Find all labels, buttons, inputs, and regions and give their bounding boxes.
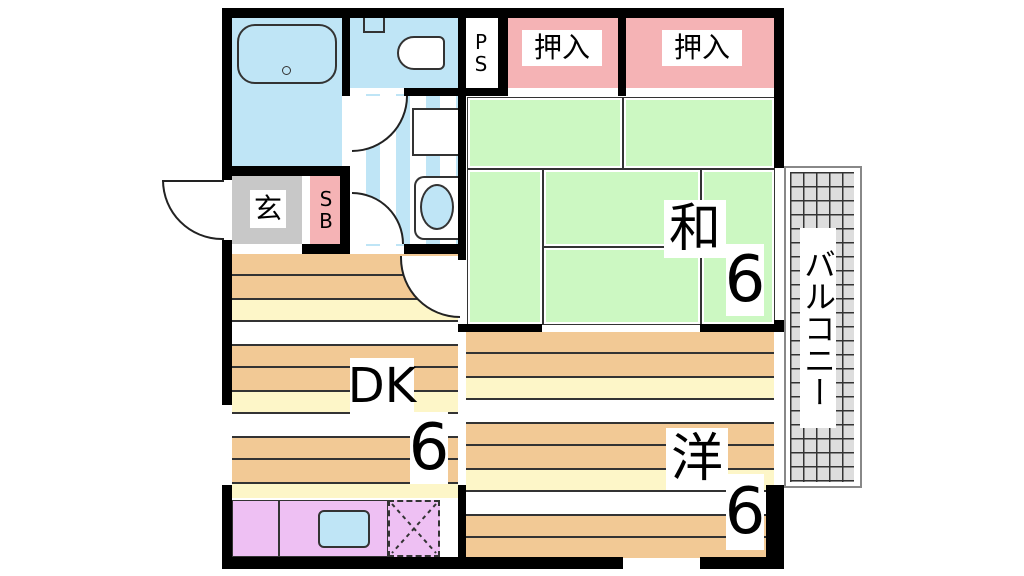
front-door[interactable] xyxy=(162,180,224,240)
wall-bath-right xyxy=(342,8,350,96)
yoshitsu-label: 洋 xyxy=(666,428,728,490)
wall-ps-bottom xyxy=(466,88,508,96)
tatami-mat xyxy=(467,169,543,325)
wall-entrance-bottom xyxy=(302,244,350,254)
dk-size: 6 xyxy=(408,411,450,485)
counter-divider xyxy=(278,500,280,557)
toilet-tank xyxy=(363,18,385,33)
balcony-label: バルコニー xyxy=(799,228,837,428)
wall-kitchen-divider xyxy=(458,485,466,569)
sink xyxy=(318,510,370,548)
wall-tatami-bottom-left xyxy=(458,324,542,332)
wall-shoebox-right xyxy=(340,176,350,252)
wall-left-bottom xyxy=(222,485,232,569)
tatami-mat xyxy=(467,97,623,169)
wall-right-bottom xyxy=(766,485,784,569)
washbasin-bowl xyxy=(420,184,454,230)
bathtub-drain-icon xyxy=(282,66,291,75)
tatami-mat xyxy=(543,247,701,325)
toilet-bowl xyxy=(397,36,445,70)
wall-bottom-right-2 xyxy=(700,557,784,569)
entrance-label: 玄 xyxy=(250,190,286,228)
wall-tatami-bottom-right xyxy=(700,324,784,332)
washitsu-size: 6 xyxy=(724,243,766,317)
dk-label: DK xyxy=(347,358,417,414)
wall-washroom-bottom xyxy=(404,244,466,254)
wall-ps-right xyxy=(498,8,508,96)
bathtub xyxy=(237,24,337,84)
washitsu-label: 和 xyxy=(664,200,726,258)
shoebox-label: SB xyxy=(314,180,338,238)
wall-right-top xyxy=(774,8,784,168)
wall-bottom-right-1 xyxy=(458,557,623,569)
wall-bath-bottom xyxy=(222,166,350,176)
tatami-mat xyxy=(623,97,775,169)
closet-2-label: 押入 xyxy=(662,30,742,66)
washing-machine-space xyxy=(412,108,458,156)
pipe-space-label: PS xyxy=(469,24,493,80)
closet-1-label: 押入 xyxy=(522,30,602,66)
stove-x-icon xyxy=(391,503,437,554)
wall-left-upper xyxy=(222,8,232,180)
wall-toilet-bottom xyxy=(404,88,466,96)
wall-closet-divider xyxy=(618,8,626,96)
yoshitsu-size: 6 xyxy=(724,474,766,550)
wall-bottom xyxy=(222,557,462,569)
wall-left-lower xyxy=(222,240,232,405)
wall-center-upper xyxy=(458,8,466,260)
